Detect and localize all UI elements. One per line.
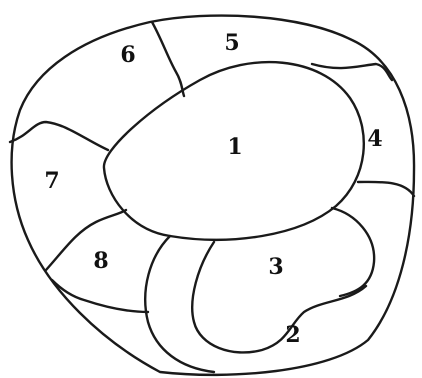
boundary-6-7 (10, 122, 108, 150)
label-region-8: 8 (93, 248, 108, 274)
boundary-5-4 (312, 64, 392, 80)
boundary-4-outer (358, 182, 414, 196)
label-region-2: 2 (285, 322, 300, 348)
label-region-7: 7 (44, 168, 59, 194)
label-region-5: 5 (224, 30, 239, 56)
region-2-boundary (145, 236, 214, 372)
boundary-8-2 (52, 280, 148, 312)
boundary-7-8 (46, 210, 126, 270)
label-region-6: 6 (120, 42, 135, 68)
label-region-1: 1 (227, 134, 242, 160)
region-3-boundary (332, 208, 374, 296)
outer-boundary (12, 16, 414, 375)
label-region-4: 4 (367, 126, 382, 152)
boundary-6-5 (152, 22, 184, 96)
label-region-3: 3 (268, 254, 283, 280)
